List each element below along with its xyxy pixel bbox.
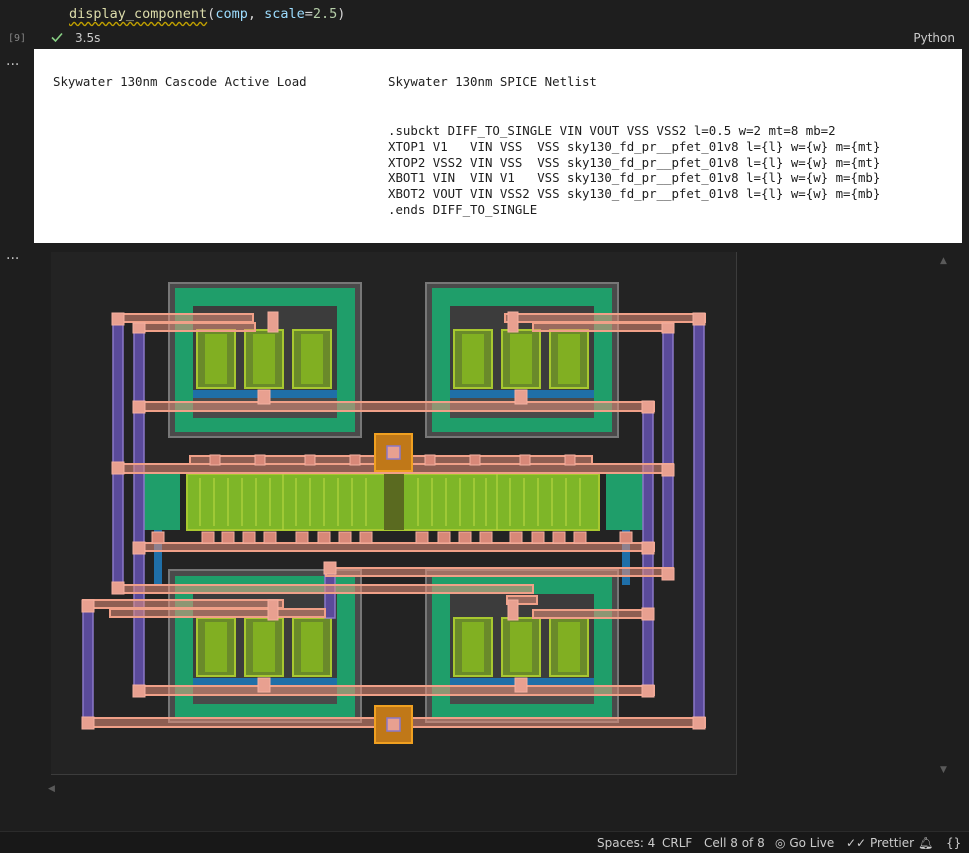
check-icon [51, 32, 63, 43]
prettier-label: Prettier [869, 836, 915, 850]
text-output: Skywater 130nm Cascode Active Load Skywa… [34, 49, 962, 243]
paren-open: ( [207, 6, 216, 22]
code-line[interactable]: display_component(comp, scale=2.5) [69, 6, 345, 22]
equals: = [304, 6, 313, 22]
scroll-left-icon[interactable]: ◀ [48, 784, 55, 794]
arg-sep: , [247, 6, 265, 22]
language-label[interactable]: Python [913, 31, 955, 45]
go-live-label: Go Live [789, 836, 835, 850]
eol-setting[interactable]: CRLF [662, 836, 693, 850]
scroll-down-icon[interactable]: ▼ [940, 765, 947, 775]
execution-time: 3.5s [75, 31, 101, 45]
function-name: display_component [69, 6, 208, 22]
paren-close: ) [337, 6, 346, 22]
go-live-button[interactable]: ◎ Go Live [775, 836, 834, 850]
braces-icon[interactable]: {} [946, 836, 962, 850]
tap-left [140, 474, 180, 530]
netlist-title: Skywater 130nm SPICE Netlist [388, 74, 597, 89]
double-check-icon: ✓✓ [846, 836, 867, 850]
spice-netlist: .subckt DIFF_TO_SINGLE VIN VOUT VSS VSS2… [388, 123, 881, 217]
indentation-setting[interactable]: Spaces: 4 [597, 836, 656, 850]
execution-count: [9] [8, 33, 27, 44]
arg-comp: comp [215, 6, 248, 22]
middle-gate-strap [384, 470, 404, 530]
layout-title: Skywater 130nm Cascode Active Load [53, 74, 307, 89]
cell-indicator[interactable]: Cell 8 of 8 [704, 836, 765, 850]
arg-value: 2.5 [312, 6, 338, 22]
prettier-button[interactable]: ✓✓ Prettier [846, 836, 914, 850]
cell-more-icon[interactable]: ··· [6, 57, 20, 73]
layout-plot [51, 252, 737, 775]
bell-icon[interactable]: 🔔︎ [918, 836, 934, 850]
tap-right [606, 474, 646, 530]
status-bar: Spaces: 4 CRLF Cell 8 of 8 ◎ Go Live ✓✓ … [0, 831, 969, 853]
output-more-icon[interactable]: ··· [6, 251, 20, 267]
layout-svg [81, 282, 706, 744]
arg-scale: scale [264, 6, 305, 22]
scroll-up-icon[interactable]: ▲ [940, 256, 947, 266]
broadcast-icon: ◎ [775, 836, 786, 850]
